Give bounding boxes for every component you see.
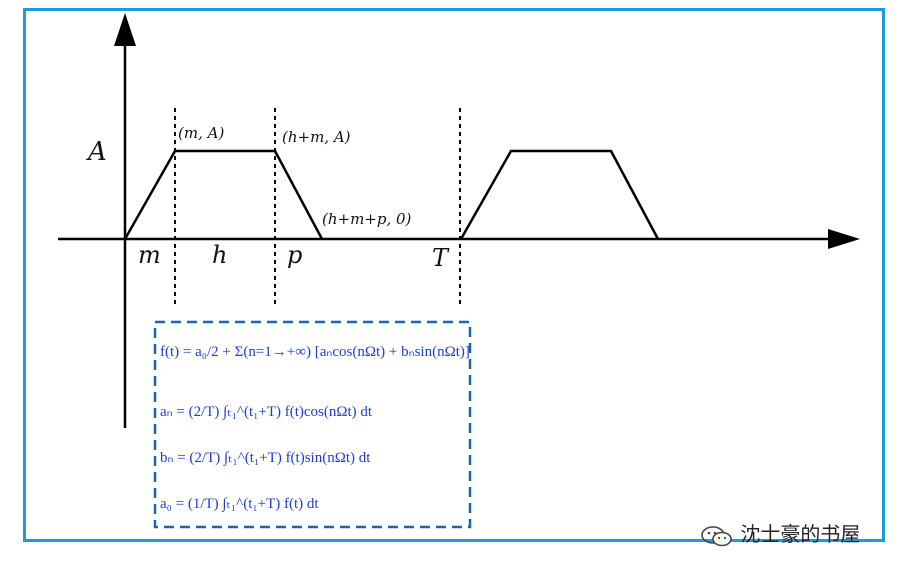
- watermark-text: 沈士豪的书屋: [740, 522, 861, 546]
- label-seg-p: p: [287, 241, 302, 269]
- trapezoid-pulse-2: [459, 149, 660, 240]
- x-axis-arrow-icon: [828, 229, 860, 249]
- label-period-T: T: [432, 244, 450, 272]
- watermark: 沈士豪的书屋: [700, 518, 860, 547]
- formula-an: aₙ = (2/T) ∫ₜ₁^(t₁+T) f(t)cos(nΩt) dt: [160, 404, 373, 420]
- label-point-m-A: (m, A): [178, 124, 224, 142]
- trapezoid-pulse-1: [123, 149, 324, 240]
- wechat-icon: [701, 525, 732, 546]
- formula-box: [153, 320, 472, 529]
- formula-a0: a₀ = (1/T) ∫ₜ₁^(t₁+T) f(t) dt: [160, 496, 319, 512]
- label-seg-h: h: [212, 241, 227, 269]
- y-axis-arrow-icon: [114, 13, 136, 46]
- diagram-frame: [23, 8, 885, 542]
- formula-fourier-series: f(t) = a₀/2 + Σ(n=1→+∞) [aₙcos(nΩt) + bₙ…: [160, 344, 470, 360]
- label-point-hm-A: (h+m, A): [282, 128, 351, 146]
- label-point-hmp-0: (h+m+p, 0): [322, 210, 412, 228]
- label-amplitude: A: [86, 137, 107, 167]
- label-seg-m: m: [138, 241, 161, 269]
- formula-bn: bₙ = (2/T) ∫ₜ₁^(t₁+T) f(t)sin(nΩt) dt: [160, 450, 371, 466]
